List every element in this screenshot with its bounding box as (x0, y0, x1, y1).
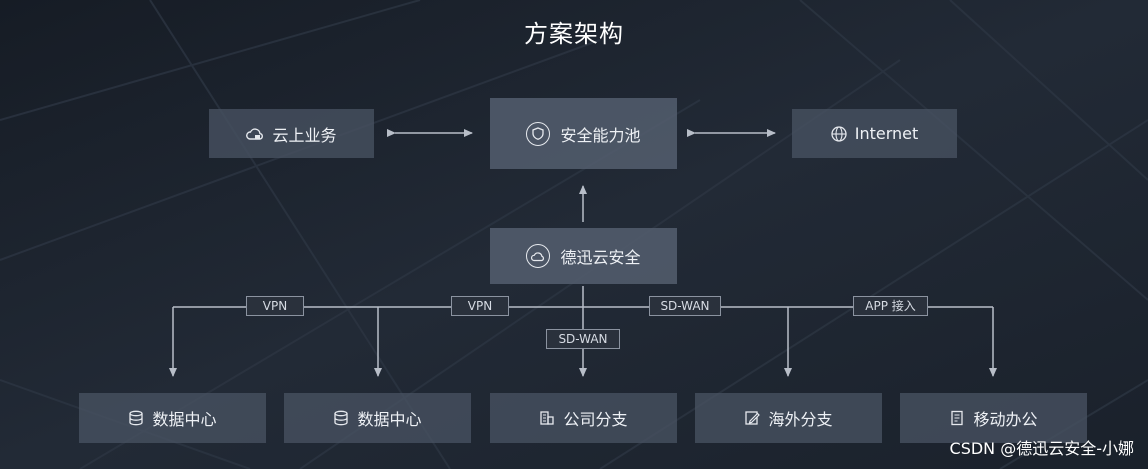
link-label-vpn: VPN (246, 296, 304, 316)
database-icon (128, 410, 144, 426)
node-data-center: 数据中心 (284, 393, 471, 443)
node-label: 安全能力池 (560, 125, 641, 145)
cloud-icon (246, 127, 264, 141)
node-overseas-branch: 海外分支 (695, 393, 882, 443)
node-label: Internet (854, 124, 919, 143)
shield-icon (526, 121, 551, 146)
node-label: 云上业务 (272, 125, 337, 145)
node-label: 德迅云安全 (560, 248, 641, 267)
node-internet: Internet (792, 109, 957, 158)
node-label: 数据中心 (357, 410, 422, 429)
globe-icon (831, 125, 847, 142)
node-dexun: 德迅云安全 (490, 228, 677, 284)
database-icon (333, 410, 349, 426)
node-label: 移动办公 (973, 410, 1038, 429)
edit-document-icon (744, 410, 761, 426)
node-branch-office: 公司分支 (490, 393, 677, 443)
page-title: 方案架构 (524, 20, 624, 48)
link-label-app: APP 接入 (853, 296, 928, 316)
node-label: 公司分支 (563, 410, 628, 429)
cloud-shield-icon (526, 244, 551, 268)
link-label-sdwan: SD-WAN (546, 329, 620, 349)
building-icon (539, 410, 555, 426)
watermark: CSDN @德迅云安全-小娜 (949, 439, 1134, 458)
node-label: 数据中心 (152, 410, 217, 429)
node-label: 海外分支 (768, 410, 833, 429)
node-data-center: 数据中心 (79, 393, 266, 443)
mobile-device-icon (949, 410, 965, 426)
link-label-vpn: VPN (451, 296, 509, 316)
node-cloud-business: 云上业务 (209, 109, 374, 158)
node-security-pool: 安全能力池 (490, 98, 677, 169)
link-label-sdwan: SD-WAN (649, 296, 721, 316)
node-mobile-office: 移动办公 (900, 393, 1087, 443)
